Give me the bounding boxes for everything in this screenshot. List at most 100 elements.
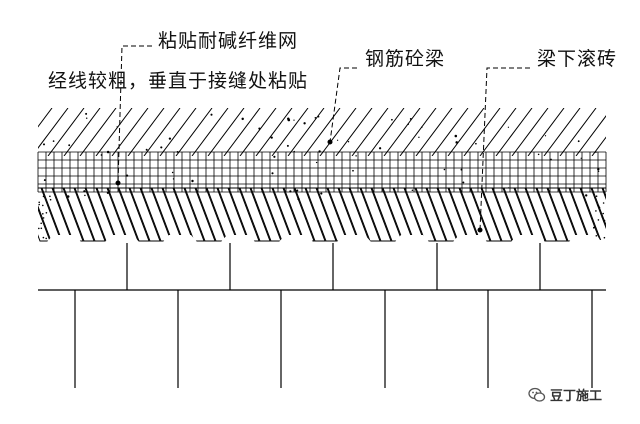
concrete-speckle-dot (537, 153, 540, 156)
beam-hatch-line (255, 108, 293, 156)
concrete-speckle-dot (317, 115, 320, 118)
beam-hatch-line (559, 108, 597, 156)
beam-hatch-line (591, 136, 606, 156)
beam-hatch-line (207, 108, 245, 156)
concrete-speckle-dot (595, 195, 598, 197)
concrete-speckle-dot (507, 126, 510, 128)
beam-hatch-line (335, 108, 373, 156)
beam-hatch-line (463, 108, 501, 156)
concrete-speckle-dot (347, 140, 350, 143)
concrete-speckle-dot (42, 236, 45, 239)
concrete-speckle-dot (85, 112, 88, 115)
concrete-speckle-dot (40, 222, 42, 225)
concrete-speckle-dot (544, 135, 547, 137)
beam-hatch-line (191, 108, 229, 156)
brick-block (625, 188, 640, 241)
beam-hatch-line (431, 108, 469, 156)
watermark-text: 豆丁施工 (550, 389, 603, 404)
leader-dot-mesh (115, 180, 121, 186)
beam-hatch-line (367, 108, 405, 156)
watermark: 豆丁施工 (528, 385, 602, 404)
concrete-speckle-dot (595, 210, 597, 212)
concrete-beam (38, 108, 640, 156)
concrete-speckle-dot (407, 123, 409, 125)
concrete-speckle-dot (273, 155, 276, 158)
rolled-brick-row (38, 187, 640, 242)
concrete-speckle-dot (597, 219, 600, 221)
concrete-speckle-dot (271, 172, 274, 175)
beam-hatch-line (575, 115, 606, 156)
concrete-speckle-dot (454, 134, 458, 138)
brick-block (636, 188, 640, 241)
concrete-speckle-dot (303, 122, 306, 125)
concrete-speckle-dot (355, 155, 357, 157)
leader-dot-beam (327, 139, 333, 145)
concrete-speckle-dot (475, 142, 477, 145)
concrete-speckle-dot (168, 137, 172, 140)
beam-hatch-line (447, 108, 485, 156)
concrete-speckle-dot (585, 194, 588, 197)
concrete-speckle-dot (84, 194, 86, 197)
beam-hatch-line (175, 108, 213, 156)
concrete-speckle-dot (42, 213, 44, 215)
concrete-speckle-dot (45, 237, 47, 240)
concrete-speckle-dot (443, 168, 446, 171)
leader-dot-brick (477, 227, 483, 233)
beam-hatch-line (159, 108, 197, 156)
beam-hatch-line (271, 108, 309, 156)
concrete-speckle-dot (68, 144, 71, 147)
beam-hatch-line (223, 108, 261, 156)
beam-hatch-line (495, 108, 533, 156)
concrete-speckle-dot (352, 169, 354, 172)
concrete-speckle-dot (595, 235, 598, 237)
concrete-speckle-dot (421, 126, 423, 128)
leader-brick (479, 67, 530, 231)
concrete-speckle-dot (38, 227, 40, 230)
beam-hatch-line (624, 108, 640, 156)
concrete-speckle-dot (378, 147, 382, 150)
concrete-speckle-dot (45, 212, 48, 214)
concrete-speckle-dot (210, 113, 213, 116)
concrete-speckle-dot (455, 141, 458, 144)
concrete-speckle-dot (40, 227, 43, 230)
beam-hatch-line (38, 108, 69, 149)
concrete-speckle-dot (43, 179, 46, 182)
beam-hatch-line (239, 108, 277, 156)
leader-mesh (117, 45, 152, 184)
leader-lines (115, 45, 530, 233)
beam-hatch-line (479, 108, 517, 156)
concrete-speckle (38, 112, 606, 240)
brick-block (602, 187, 606, 242)
concrete-speckle-dot (286, 144, 289, 147)
brick-block (614, 188, 640, 241)
concrete-speckle-dot (52, 140, 55, 142)
beam-hatch-line (415, 108, 453, 156)
leader-beam (329, 67, 357, 143)
concrete-speckle-dot (49, 195, 51, 198)
beam-hatch-line (63, 108, 101, 156)
beam-hatch-line (287, 108, 325, 156)
concrete-speckle-dot (336, 139, 339, 141)
label-mesh-note: 经线较粗，垂直于接缝处粘贴 (48, 70, 309, 92)
concrete-speckle-dot (391, 118, 393, 121)
concrete-speckle-dot (116, 126, 118, 128)
concrete-speckle-dot (191, 179, 194, 183)
concrete-speckle-dot (42, 143, 46, 146)
concrete-speckle-dot (258, 127, 261, 130)
concrete-speckle-dot (314, 116, 317, 119)
concrete-speckle-dot (462, 181, 465, 184)
concrete-speckle-dot (38, 203, 40, 206)
beam-hatch-line (608, 108, 640, 156)
concrete-speckle-dot (411, 189, 414, 192)
label-rolled-brick: 梁下滚砖 (537, 48, 618, 70)
fiber-mesh-grid (37, 151, 607, 193)
beam-hatch-line (47, 108, 85, 156)
concrete-speckle-dot (85, 117, 88, 119)
concrete-speckle-dot (577, 140, 580, 143)
beam-hatch-line (111, 108, 149, 156)
wechat-icon (528, 387, 546, 402)
concrete-speckle-dot (315, 161, 318, 164)
concrete-speckle-dot (171, 171, 174, 174)
concrete-speckle-dot (42, 217, 45, 219)
